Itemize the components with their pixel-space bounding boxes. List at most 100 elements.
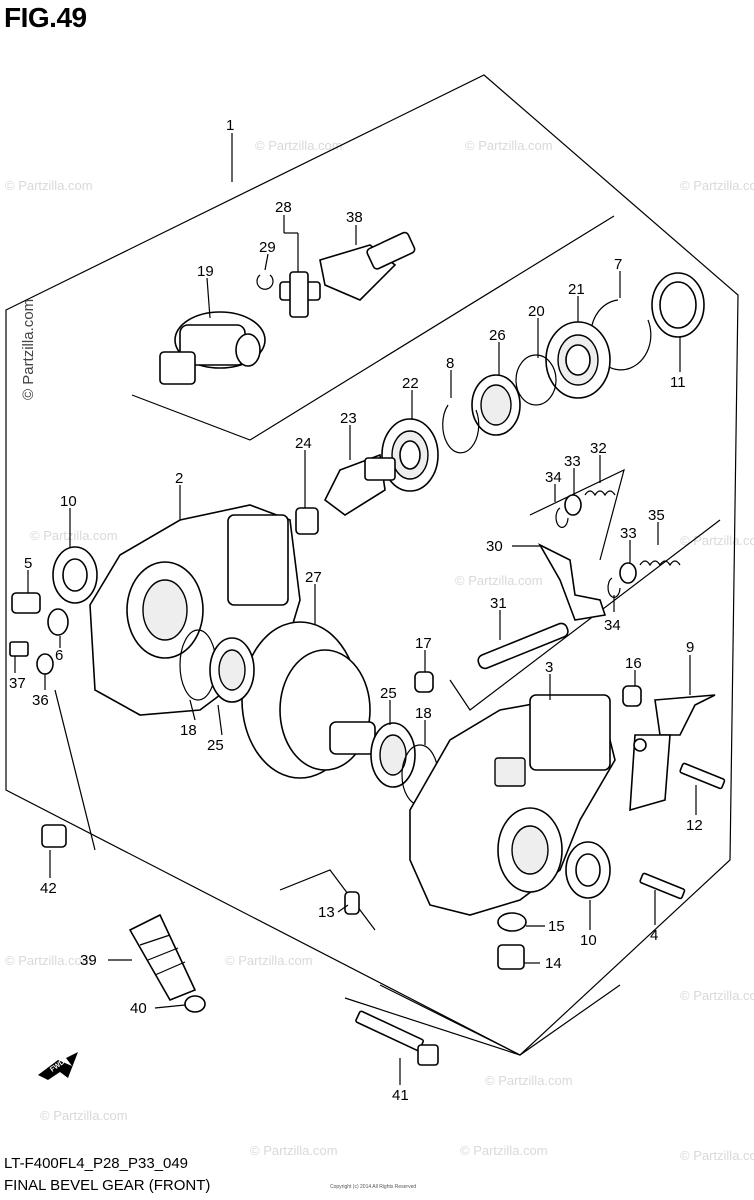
- part-35-spring[interactable]: [639, 560, 681, 567]
- part-38-yoke-shaft[interactable]: [319, 231, 416, 301]
- callout: 15: [548, 918, 565, 935]
- callout-labels: 1 28 38 29 19 7 21 20 26 11 8 22 23 24 3…: [9, 117, 703, 1104]
- fwd-arrow-icon: FWD: [38, 1052, 78, 1080]
- callout: 17: [415, 635, 432, 652]
- part-10-oil-seal-right[interactable]: [565, 841, 611, 899]
- callout: 24: [295, 435, 312, 452]
- part-13-dowel-pin[interactable]: [344, 891, 360, 915]
- part-16-plug[interactable]: [622, 685, 642, 707]
- part-23-bevel-pinion[interactable]: [323, 453, 396, 516]
- part-25-bearing-right[interactable]: [370, 722, 416, 788]
- part-25-bearing-left[interactable]: [209, 637, 255, 703]
- part-30-shift-fork[interactable]: [537, 543, 607, 621]
- part-15-washer[interactable]: [497, 912, 527, 932]
- callout: 18: [180, 722, 197, 739]
- watermark: © Partzilla.com: [485, 1073, 573, 1088]
- part-33-washer[interactable]: [564, 494, 582, 516]
- callout: 34: [545, 469, 562, 486]
- watermark: © Partzilla.com: [680, 533, 754, 548]
- callout: 30: [486, 538, 503, 555]
- part-3-gear-case-right[interactable]: [409, 694, 616, 916]
- part-10-oil-seal-left[interactable]: [52, 546, 98, 604]
- part-17-plug[interactable]: [414, 671, 434, 693]
- part-40-clamp[interactable]: [184, 995, 206, 1013]
- model-code: LT-F400FL4_P28_P33_049: [4, 1155, 189, 1172]
- watermark: © Partzilla.com: [680, 1148, 754, 1163]
- part-5-plug[interactable]: [11, 592, 41, 614]
- part-24-needle-bearing[interactable]: [295, 507, 319, 535]
- watermark: © Partzilla.com: [225, 953, 313, 968]
- part-26-needle-bearing[interactable]: [471, 374, 521, 436]
- callout: 10: [580, 932, 597, 949]
- housing-frame: [449, 519, 721, 711]
- callout: 33: [564, 453, 581, 470]
- part-19-flange-yoke[interactable]: [159, 311, 266, 385]
- bolt-frame-2: [344, 997, 521, 1056]
- part-4-bolt[interactable]: [639, 872, 686, 900]
- callout: 36: [32, 692, 49, 709]
- callout: 35: [648, 507, 665, 524]
- callout: 16: [625, 655, 642, 672]
- part-6-washer[interactable]: [47, 608, 69, 636]
- callout: 5: [24, 555, 32, 572]
- vertical-watermark: © Partzilla.com: [20, 298, 37, 400]
- part-41-bolt[interactable]: [355, 1010, 439, 1066]
- part-14-plug[interactable]: [497, 944, 525, 970]
- callout: 38: [346, 209, 363, 226]
- watermark: © Partzilla.com: [255, 138, 343, 153]
- part-8-circlip[interactable]: [442, 404, 480, 454]
- callout: 13: [318, 904, 335, 921]
- watermark: © Partzilla.com: [460, 1143, 548, 1158]
- part-28-universal-joint-cross[interactable]: [279, 271, 321, 318]
- fine-print: Copyright (c) 2014 All Rights Reserved: [330, 1184, 417, 1190]
- watermark: © Partzilla.com: [455, 573, 543, 588]
- callout: 37: [9, 675, 26, 692]
- part-31-fork-shaft[interactable]: [476, 622, 569, 671]
- part-32-spring[interactable]: [584, 490, 616, 497]
- leader-lines: [14, 133, 697, 1085]
- part-39-boot[interactable]: [128, 913, 197, 1002]
- part-34-circlip[interactable]: [555, 507, 569, 529]
- callout: 25: [207, 737, 224, 754]
- callout: 7: [614, 256, 622, 273]
- part-22-bearing[interactable]: [381, 418, 439, 492]
- figure-title: FIG.49: [4, 2, 87, 33]
- callout: 29: [259, 239, 276, 256]
- callout: 42: [40, 880, 57, 897]
- callout: 6: [55, 647, 63, 664]
- part-29-circlip[interactable]: [256, 274, 274, 290]
- callout: 39: [80, 952, 97, 969]
- part-9-bracket[interactable]: [629, 694, 716, 812]
- callout: 32: [590, 440, 607, 457]
- watermark: © Partzilla.com: [465, 138, 553, 153]
- watermark: © Partzilla.com: [5, 178, 93, 193]
- part-34-circlip-2[interactable]: [607, 577, 621, 599]
- callout: 21: [568, 281, 585, 298]
- subgroup-frame: [131, 215, 615, 441]
- part-27-differential-ring-gear[interactable]: [241, 621, 376, 779]
- callout: 8: [446, 355, 454, 372]
- callout: 28: [275, 199, 292, 216]
- part-12-bolt[interactable]: [679, 762, 726, 790]
- part-36-washer[interactable]: [36, 653, 54, 675]
- nut-frame: [54, 689, 96, 851]
- callout: 27: [305, 569, 322, 586]
- callout: 4: [650, 927, 658, 944]
- part-20-ring[interactable]: [515, 354, 557, 406]
- watermark: © Partzilla.com: [40, 1108, 128, 1123]
- assembly-boundary: [5, 74, 739, 1056]
- callout: 2: [175, 470, 183, 487]
- callout: 34: [604, 617, 621, 634]
- part-21-bearing[interactable]: [545, 321, 611, 399]
- part-42-nut[interactable]: [41, 824, 67, 848]
- callout: 40: [130, 1000, 147, 1017]
- watermark: © Partzilla.com: [5, 953, 93, 968]
- callout: 3: [545, 659, 553, 676]
- callout: 25: [380, 685, 397, 702]
- callout: 9: [686, 639, 694, 656]
- part-33-washer-2[interactable]: [619, 562, 637, 584]
- pin-frame: [279, 869, 376, 931]
- part-37-bolt[interactable]: [9, 641, 29, 657]
- part-11-oil-seal[interactable]: [651, 272, 705, 338]
- watermark: © Partzilla.com: [250, 1143, 338, 1158]
